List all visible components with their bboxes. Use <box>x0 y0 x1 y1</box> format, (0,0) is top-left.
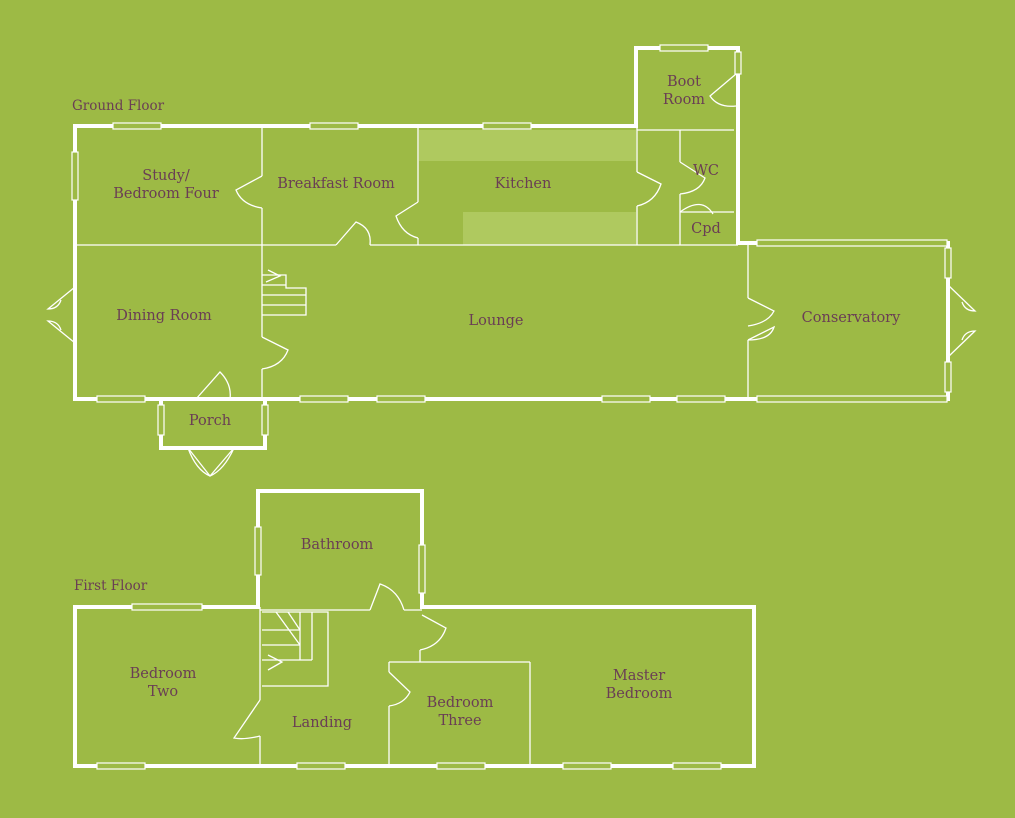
room-label-dining: Dining Room <box>116 308 212 324</box>
kitchen-east-door-icon <box>636 171 662 207</box>
label-line: Two <box>148 684 178 700</box>
room-label-cpd: Cpd <box>691 221 721 237</box>
porch-outer-door-icon <box>187 447 235 478</box>
label-line: Bedroom <box>606 686 673 702</box>
ground-floor <box>46 44 977 478</box>
room-label-study: Study/Bedroom Four <box>113 168 219 202</box>
room-label-lounge: Lounge <box>469 313 524 329</box>
ground-staircase-icon <box>262 269 307 316</box>
first-interior-walls <box>259 607 531 764</box>
room-label-bathroom: Bathroom <box>301 537 374 553</box>
label-line: Master <box>613 668 665 684</box>
room-label-kitchen: Kitchen <box>495 176 552 192</box>
label-line: Bedroom <box>130 666 197 682</box>
porch-inner-door-icon <box>195 371 231 400</box>
first-windows <box>96 526 722 770</box>
label-line: Study/ <box>142 168 190 184</box>
wc-door-icon <box>679 161 706 195</box>
boot-door-icon <box>709 73 737 107</box>
label-line: Room <box>663 92 705 108</box>
kitchen-door-icon <box>395 201 419 239</box>
first-floor <box>73 489 756 770</box>
conservatory-east-door-icon <box>947 284 977 358</box>
label-line: Bedroom <box>427 695 494 711</box>
cpd-door-icon <box>679 203 714 215</box>
study-door-icon <box>235 175 263 209</box>
label-line: Bedroom Four <box>113 186 219 202</box>
conservatory-door-icon <box>747 297 776 341</box>
label-line: Three <box>438 713 481 729</box>
bathroom-door-icon <box>369 583 405 611</box>
bedroom-three-door-icon <box>388 671 411 707</box>
room-label-landing: Landing <box>292 715 352 731</box>
dining-west-door-icon <box>46 286 76 344</box>
kitchen-counter-top <box>419 130 636 161</box>
room-label-wc: WC <box>693 163 719 179</box>
breakfast-door-icon <box>335 221 371 246</box>
lounge-door-icon <box>261 336 289 370</box>
label-line: Boot <box>667 74 701 90</box>
first-doors <box>232 583 447 740</box>
first-floor-title: First Floor <box>74 578 148 594</box>
ground-windows <box>71 44 952 436</box>
room-label-breakfast: Breakfast Room <box>277 176 395 192</box>
ground-floor-title: Ground Floor <box>72 98 165 114</box>
kitchen-counter-bottom <box>463 212 636 245</box>
bedroom-two-door-icon <box>232 699 261 740</box>
room-label-conservatory: Conservatory <box>802 310 901 326</box>
ground-interior-walls <box>75 128 749 399</box>
first-outer-wall <box>73 489 756 768</box>
room-label-porch: Porch <box>189 413 231 429</box>
master-door-icon <box>419 614 447 651</box>
ground-doors <box>46 73 977 478</box>
first-staircase-icon <box>262 611 329 687</box>
